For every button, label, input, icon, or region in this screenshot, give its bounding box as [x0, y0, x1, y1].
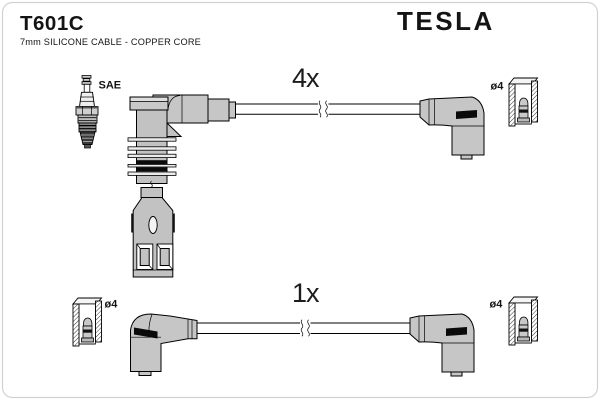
brand-logo: TESLA — [397, 6, 495, 36]
bottom-quantity-label: 1x — [292, 278, 320, 308]
plug-boot-connector — [419, 96, 485, 160]
top-cable-assembly: 4x — [127, 63, 538, 278]
terminal-sleeve-icon-top-right — [508, 77, 538, 127]
coil-connector — [127, 94, 236, 278]
top-diameter-label: ø4 — [491, 81, 505, 93]
terminal-sleeve-icon-bottom-left — [72, 297, 102, 347]
product-subtitle: 7mm SILICONE CABLE - COPPER CORE — [20, 37, 201, 47]
top-cable — [235, 100, 420, 118]
sae-label: SAE — [99, 80, 122, 92]
plug-boot-connector-right — [409, 313, 475, 377]
terminal-sleeve-icon-bottom-right — [508, 296, 538, 346]
bottom-left-diameter-label: ø4 — [105, 299, 119, 311]
top-quantity-label: 4x — [292, 63, 320, 93]
spark-plug-icon — [75, 75, 99, 149]
bottom-cable-assembly: 1x ø4 ø4 — [72, 278, 538, 377]
plug-boot-connector-left — [130, 313, 198, 376]
bottom-right-diameter-label: ø4 — [490, 299, 504, 311]
part-number: T601C — [20, 12, 84, 35]
bottom-cable — [197, 319, 410, 337]
